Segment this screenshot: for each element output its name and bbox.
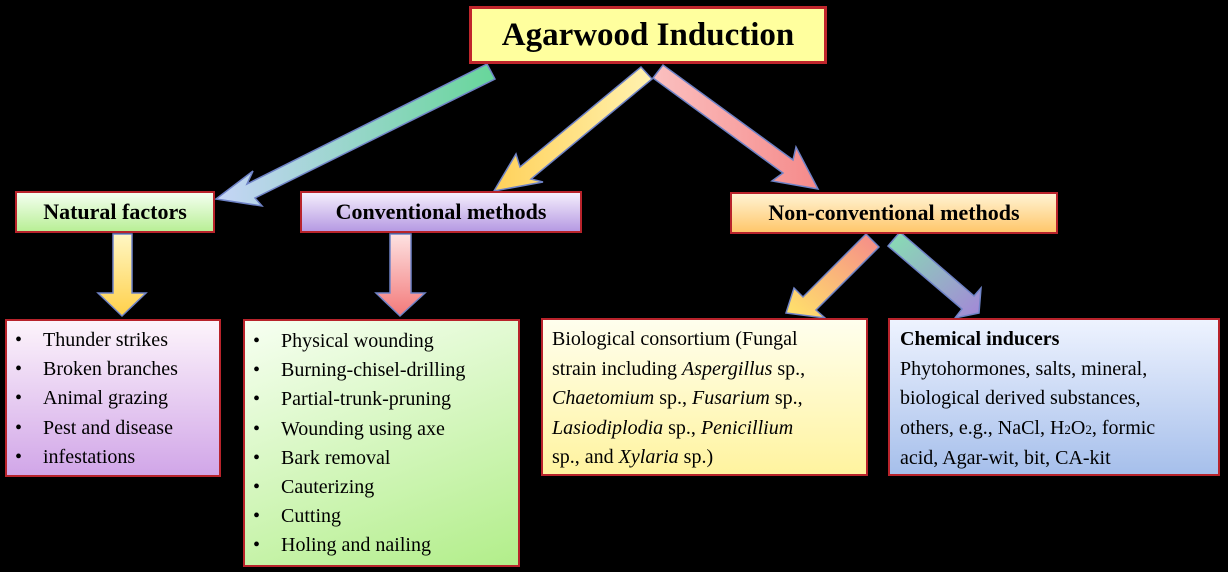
biological-consortium-box: Biological consortium (Fungal strain inc… — [541, 318, 868, 476]
bullet: • — [15, 387, 23, 410]
bullet: • — [15, 445, 23, 468]
bullet: • — [253, 534, 261, 557]
genus-name: Fusarium — [692, 387, 770, 409]
conventional-methods-label: Conventional methods — [335, 199, 547, 224]
bullet: • — [253, 330, 261, 352]
list-item-text: Cutting — [281, 505, 342, 528]
list-item-text: Broken branches — [43, 358, 178, 381]
genus-name: Lasiodiplodia — [552, 416, 664, 439]
list-item-text: infestations — [43, 445, 136, 468]
genus-name: Penicillium — [700, 416, 794, 439]
list-item-text: Partial-trunk-pruning — [281, 388, 451, 411]
bullet: • — [253, 476, 261, 499]
list-item: • Thunder strikes — [7, 326, 219, 355]
list-item: • Burning-chisel-drilling — [245, 356, 518, 385]
list-item-text: Pest and disease — [43, 416, 173, 439]
arrow-to-conventional-list — [374, 233, 427, 318]
diagram-title: Agarwood Induction — [501, 16, 795, 53]
natural-factors-list: • Thunder strikes • Broken branches • Anima… — [7, 326, 219, 472]
biological-line-1: Biological consortium (Fungal — [552, 328, 798, 350]
bullet: • — [253, 417, 261, 440]
list-item-text: Bark removal — [281, 446, 391, 469]
natural-factors-list-box: • Thunder strikes • Broken branches • Anima… — [5, 319, 221, 477]
genus-name: Chaetomium — [552, 387, 655, 409]
chemical-line-1: Phytohormones, salts, mineral, — [900, 357, 1148, 380]
conventional-methods-list-box: • Physical wounding • Burning-chisel-drill… — [243, 319, 520, 567]
bullet: • — [15, 416, 23, 439]
chemical-line-2: biological derived substances, — [900, 387, 1141, 409]
subscript: 2 — [1064, 421, 1071, 437]
list-item: • Partial-trunk-pruning — [245, 385, 518, 414]
list-item: • Animal grazing — [7, 384, 219, 413]
list-item-text: Physical wounding — [281, 330, 434, 352]
list-item: • Pest and disease — [7, 414, 219, 443]
bullet: • — [253, 505, 261, 528]
subscript: 2 — [1085, 421, 1092, 437]
arrow-to-chemical-box — [886, 230, 982, 320]
biological-line-5: sp., and Xylaria sp.) — [552, 446, 714, 468]
list-item: • Physical wounding — [245, 327, 518, 356]
list-item: • Cutting — [245, 502, 518, 531]
conventional-methods-list: • Physical wounding • Burning-chisel-drill… — [245, 327, 518, 561]
conventional-methods-box: Conventional methods — [300, 191, 582, 233]
list-item: • infestations — [7, 443, 219, 472]
bullet: • — [253, 359, 261, 382]
arrow-to-natural-factors — [214, 63, 497, 208]
list-item-text: Burning-chisel-drilling — [281, 359, 466, 382]
list-item-text: Holing and nailing — [281, 534, 431, 557]
bullet: • — [253, 446, 261, 469]
arrow-to-biological-box — [785, 232, 881, 320]
list-item-text: Cauterizing — [281, 476, 375, 499]
arrow-to-natural-list — [96, 233, 148, 318]
biological-line-4: Lasiodiplodia sp., Penicillium — [552, 416, 794, 439]
biological-line-2: strain including Aspergillus sp., — [552, 357, 806, 380]
biological-line-3: Chaetomium sp., Fusarium sp., — [552, 387, 803, 409]
list-item-text: Thunder strikes — [43, 329, 168, 351]
bullet: • — [15, 358, 23, 381]
chemical-inducers-box: Chemical inducers Phytohormones, salts, … — [888, 318, 1220, 476]
list-item: • Broken branches — [7, 355, 219, 384]
chemical-inducers-heading: Chemical inducers — [900, 328, 1060, 350]
list-item: • Holing and nailing — [245, 531, 518, 560]
arrow-to-nonconventional-methods — [651, 63, 820, 190]
list-item-text: Animal grazing — [43, 387, 168, 410]
list-item: • Bark removal — [245, 444, 518, 473]
bullet: • — [15, 329, 23, 351]
list-item: • Wounding using axe — [245, 415, 518, 444]
title-box: Agarwood Induction — [469, 6, 827, 64]
natural-factors-box: Natural factors — [15, 191, 215, 233]
bullet: • — [253, 388, 261, 411]
natural-factors-label: Natural factors — [43, 199, 187, 224]
genus-name: Xylaria — [618, 446, 679, 468]
arrow-to-conventional-methods — [492, 65, 654, 193]
genus-name: Aspergillus — [681, 357, 773, 380]
list-item: • Cauterizing — [245, 473, 518, 502]
nonconventional-methods-label: Non-conventional methods — [768, 200, 1020, 225]
list-item-text: Wounding using axe — [281, 417, 445, 440]
nonconventional-methods-box: Non-conventional methods — [730, 192, 1058, 234]
chemical-line-4: acid, Agar-wit, bit, CA-kit — [900, 447, 1111, 469]
chemical-line-3: others, e.g., NaCl, H2O2, formic — [900, 416, 1156, 439]
